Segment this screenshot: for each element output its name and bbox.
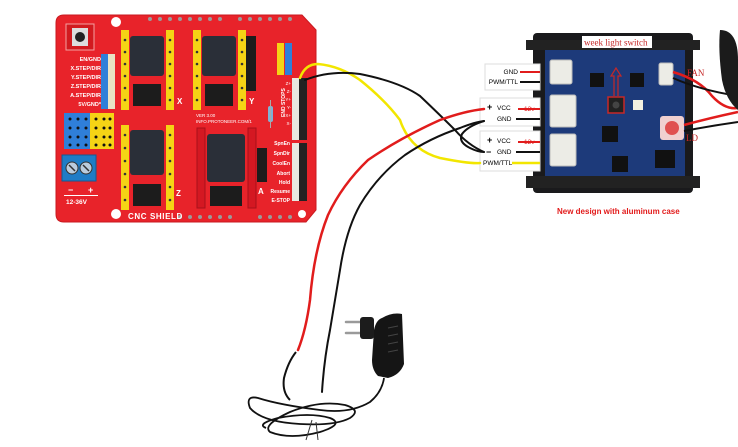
- g3-vcc-sign: +: [487, 135, 492, 145]
- label-5v-gnd: 5V/GND*: [78, 102, 101, 108]
- cnc-shield: EN/GND X.STEP/DIR Y.STEP/DIR Z.STEP/DIR …: [55, 14, 317, 223]
- step-dir-labels: EN/GND X.STEP/DIR Y.STEP/DIR Z.STEP/DIR …: [70, 57, 102, 108]
- ld-label: LD: [686, 133, 698, 143]
- axis-label-x: X: [177, 97, 183, 106]
- mount-hole: [111, 17, 121, 27]
- svg-text:Z+: Z+: [286, 81, 292, 86]
- g1-pwm-label: PWM/TTL: [489, 79, 519, 86]
- label-spnen: SpnEn: [274, 141, 290, 147]
- axis-labels: X Y Z A: [176, 97, 264, 198]
- label-z-step-dir: Z.STEP/DIR: [71, 84, 101, 90]
- adapter-cable-lead: [282, 351, 297, 401]
- switch-label-box: [582, 36, 652, 48]
- resistor: [268, 100, 273, 128]
- driver-slot-x: [121, 30, 174, 110]
- label-box-group1: [484, 63, 541, 91]
- axis-label-a: A: [258, 187, 264, 196]
- minus-label: −: [68, 185, 73, 195]
- wiring: [296, 62, 486, 393]
- fan-wire-red: [672, 70, 738, 110]
- cable-end: [305, 419, 319, 441]
- driver-slot-y: [193, 30, 246, 110]
- step-dir-header: [101, 54, 115, 109]
- svg-text:Y-: Y-: [287, 105, 292, 110]
- g3-gnd-sign: −: [486, 147, 491, 157]
- driver-slot-z: [121, 125, 174, 210]
- label-abort: Abort: [277, 171, 291, 177]
- adapter-cable: [247, 377, 385, 437]
- endstop-title: END STOPS: [281, 88, 287, 117]
- g1-gnd-label: GND: [504, 69, 519, 76]
- g2-vcc-label: VCC: [497, 105, 511, 112]
- shield-title: CNC SHIELD: [128, 212, 183, 221]
- wire-red-vcc: [296, 107, 486, 352]
- plus-label: +: [88, 185, 93, 195]
- power-range-label: 12-36V: [66, 199, 88, 206]
- label-resume: Resume: [271, 189, 291, 195]
- driver-caption: New design with aluminum case: [557, 207, 680, 216]
- svg-text:Y+: Y+: [285, 97, 291, 102]
- g3-gnd-label: GND: [497, 149, 512, 156]
- wire-black-signal-gnd: [304, 71, 485, 153]
- axis-label-y: Y: [249, 97, 255, 106]
- version-label: VER 3.00: [196, 113, 216, 118]
- label-hold: Hold: [279, 180, 290, 186]
- microstep-jumpers: [64, 113, 114, 149]
- label-y-step-dir: Y.STEP/DIR: [71, 75, 101, 81]
- g2-gnd-label: GND: [497, 116, 512, 123]
- fan-body: [719, 30, 738, 110]
- label-e-stop: E-STOP: [271, 198, 290, 204]
- power-adapter: [247, 313, 404, 441]
- label-box-group2: [479, 97, 541, 127]
- driver-slot-a: [196, 127, 267, 209]
- top-right-headers: [277, 43, 292, 75]
- control-labels: SpnEn SpnDir CoolEn Abort Hold Resume E-…: [271, 141, 291, 204]
- connectors: [549, 59, 674, 167]
- g2-vcc-sign: +: [487, 102, 492, 112]
- label-x-step-dir: X.STEP/DIR: [70, 66, 101, 72]
- wire-black-gnd-jumper: [460, 120, 485, 153]
- ld-wire-red: [683, 110, 738, 127]
- svg-text:X+: X+: [285, 113, 291, 118]
- axis-label-z: Z: [176, 189, 181, 198]
- ld-connector: [660, 116, 684, 140]
- power-polarity-labels: − +: [68, 185, 93, 195]
- weak-light-switch: [607, 66, 643, 114]
- switch-label: week light switch: [584, 38, 648, 48]
- ld-wire-black: [683, 121, 738, 132]
- label-coolen: CoolEn: [273, 161, 291, 167]
- endstop-header: [292, 78, 307, 140]
- endstop-labels: Z+ Z- Y+ Y- X+ X-: [285, 81, 291, 126]
- control-header: [292, 143, 307, 201]
- wire-yellow-pwm: [298, 62, 482, 165]
- header-pins: [123, 38, 244, 202]
- adapter-body: [372, 313, 404, 378]
- svg-text:Z-: Z-: [287, 89, 292, 94]
- label-a-step-dir: A.STEP/DIR: [70, 93, 101, 99]
- laser-driver-board: week light switch FAN LD GND PWM/TTL + V…: [479, 30, 738, 216]
- bottom-pin-row: [178, 215, 292, 219]
- reset-button: [65, 23, 95, 51]
- top-pin-row: [148, 17, 292, 21]
- g3-pwm-label: PWM/TTL: [483, 160, 513, 167]
- svg-text:X-: X-: [287, 121, 292, 126]
- header-yellow-y-side: [246, 36, 256, 91]
- mount-hole: [298, 210, 306, 218]
- g3-vcc-label: VCC: [497, 138, 511, 145]
- fan-label: FAN: [687, 68, 705, 78]
- label-spndir: SpnDir: [274, 151, 290, 157]
- label-en-gnd: EN/GND: [80, 57, 101, 63]
- mount-hole: [111, 209, 121, 219]
- wire-black-gnd: [321, 120, 485, 393]
- chips: [590, 73, 675, 172]
- site-label: INFO.PROTONEER.COM/1: [196, 119, 252, 124]
- power-terminal: [61, 154, 97, 182]
